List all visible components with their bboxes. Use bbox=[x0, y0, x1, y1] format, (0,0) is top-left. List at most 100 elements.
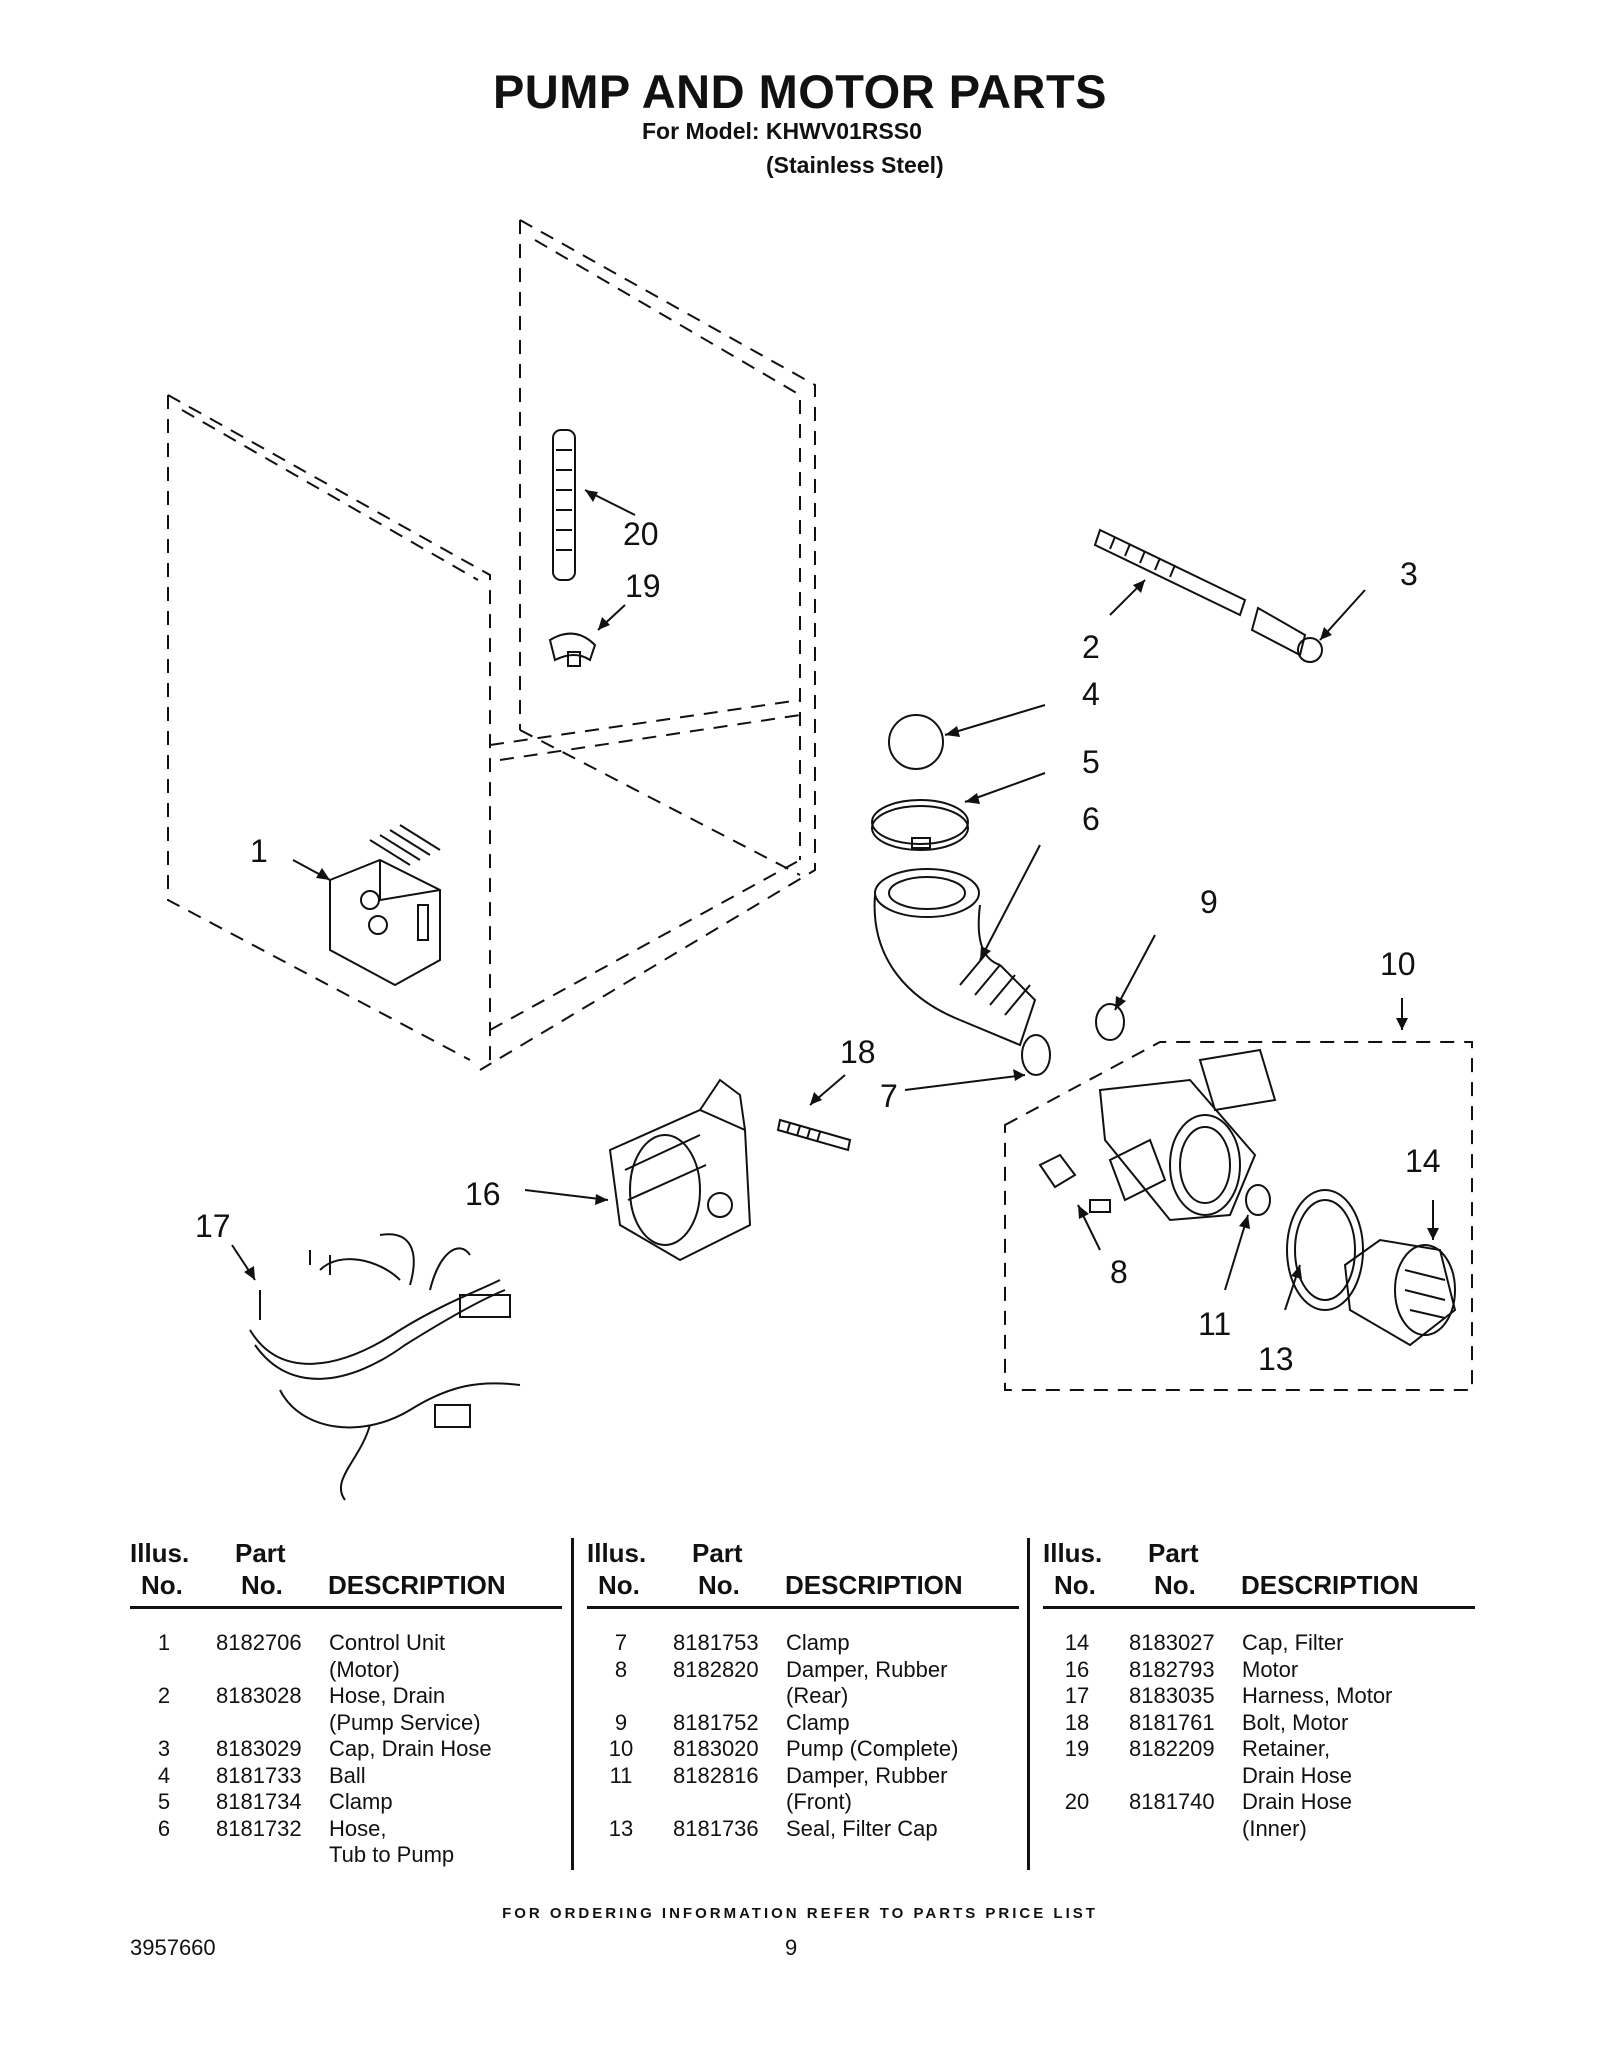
part-description: Damper, Rubber bbox=[786, 1762, 948, 1788]
part-8-rear-damper bbox=[1038, 1153, 1111, 1213]
illus-number: 7 bbox=[614, 1630, 628, 1655]
part-description: Retainer, bbox=[1242, 1736, 1331, 1761]
header-illus-no: No. bbox=[141, 1570, 183, 1600]
header-illus-no: No. bbox=[598, 1570, 640, 1600]
part-number: 8181736 bbox=[673, 1815, 759, 1841]
part-description: (Inner) bbox=[1242, 1815, 1307, 1841]
callout-2: 2 bbox=[1082, 629, 1100, 665]
illus-number: 10 bbox=[608, 1736, 634, 1761]
part-number: 8182816 bbox=[673, 1762, 759, 1788]
header-description: DESCRIPTION bbox=[785, 1570, 963, 1600]
part-description: (Motor) bbox=[329, 1656, 400, 1682]
arrowheads bbox=[244, 490, 1439, 1280]
part-number: 8181732 bbox=[216, 1815, 302, 1841]
callout-14: 14 bbox=[1405, 1143, 1441, 1179]
part-3-drain-hose-cap bbox=[1250, 606, 1323, 663]
part-description: Drain Hose bbox=[1242, 1762, 1353, 1788]
part-number: 8182793 bbox=[1129, 1656, 1215, 1682]
callout-17: 17 bbox=[195, 1208, 231, 1244]
part-description: Pump (Complete) bbox=[786, 1736, 959, 1761]
header-rule bbox=[1043, 1606, 1475, 1609]
part-number: 8181753 bbox=[673, 1630, 759, 1655]
part-19-retainer bbox=[548, 632, 597, 667]
callout-labels: 1 2 3 4 5 6 7 8 9 10 11 13 14 16 17 18 1… bbox=[195, 516, 1441, 1377]
header-part-no: No. bbox=[698, 1570, 740, 1600]
part-description: Ball bbox=[329, 1762, 366, 1788]
illus-number: 19 bbox=[1064, 1736, 1090, 1761]
callout-7: 7 bbox=[880, 1078, 898, 1114]
part-17-motor-harness bbox=[249, 1233, 521, 1501]
header-illus: Illus. bbox=[1043, 1538, 1103, 1568]
callout-1: 1 bbox=[250, 833, 268, 869]
part-description: (Rear) bbox=[786, 1683, 849, 1708]
part-16-motor bbox=[608, 1078, 752, 1262]
callout-13: 13 bbox=[1258, 1341, 1294, 1377]
illus-number: 8 bbox=[614, 1656, 628, 1682]
part-description: Clamp bbox=[786, 1709, 850, 1735]
header-part: Part bbox=[692, 1538, 743, 1568]
part-number: 8183035 bbox=[1129, 1683, 1215, 1708]
illus-number: 18 bbox=[1064, 1709, 1090, 1735]
callout-18: 18 bbox=[840, 1034, 876, 1070]
header-part: Part bbox=[235, 1538, 286, 1568]
part-number: 8182820 bbox=[673, 1656, 759, 1682]
callout-11: 11 bbox=[1198, 1306, 1231, 1342]
part-2-drain-hose bbox=[1093, 528, 1247, 617]
part-number: 8181761 bbox=[1129, 1709, 1215, 1735]
part-description: Drain Hose bbox=[1242, 1789, 1353, 1814]
part-number: 8183028 bbox=[216, 1683, 302, 1708]
callout-4: 4 bbox=[1082, 676, 1100, 712]
part-description: Damper, Rubber bbox=[786, 1656, 948, 1682]
callout-6: 6 bbox=[1082, 801, 1100, 837]
part-6-tub-to-pump-hose bbox=[873, 868, 1037, 1047]
part-4-ball bbox=[888, 714, 944, 770]
callout-19: 19 bbox=[625, 568, 661, 604]
illus-number: 2 bbox=[157, 1683, 171, 1708]
callout-20: 20 bbox=[623, 516, 659, 552]
part-description: Cap, Drain Hose bbox=[329, 1736, 492, 1761]
finish-line: (Stainless Steel) bbox=[766, 152, 944, 178]
part-description: Seal, Filter Cap bbox=[786, 1815, 938, 1841]
part-number: 8183027 bbox=[1129, 1630, 1215, 1655]
callout-3: 3 bbox=[1400, 556, 1418, 592]
illus-number: 1 bbox=[157, 1630, 171, 1655]
part-description: Hose, Drain bbox=[329, 1683, 446, 1708]
part-number: 8182706 bbox=[216, 1630, 302, 1655]
part-10-pump bbox=[1098, 1048, 1277, 1222]
part-description: Tub to Pump bbox=[329, 1842, 455, 1867]
part-description: (Front) bbox=[786, 1789, 852, 1814]
part-description: Control Unit bbox=[329, 1630, 446, 1655]
part-14-filter-cap bbox=[1343, 1238, 1457, 1347]
part-5-clamp bbox=[871, 799, 969, 851]
illus-number: 4 bbox=[157, 1762, 171, 1788]
cabinet-outline bbox=[167, 219, 816, 1071]
part-description: Clamp bbox=[786, 1630, 850, 1655]
exploded-parts-diagram: 1 2 3 4 5 6 7 8 9 10 11 13 14 16 17 18 1… bbox=[167, 219, 1473, 1501]
callout-9: 9 bbox=[1200, 884, 1218, 920]
part-description: (Pump Service) bbox=[329, 1709, 481, 1735]
column-divider bbox=[571, 1538, 574, 1870]
header-illus: Illus. bbox=[587, 1538, 647, 1568]
page-title: PUMP AND MOTOR PARTS bbox=[492, 65, 1108, 118]
callout-10: 10 bbox=[1380, 946, 1416, 982]
part-10-pump-assembly-box bbox=[1004, 1041, 1473, 1391]
part-number: 8182209 bbox=[1129, 1736, 1215, 1761]
header-illus: Illus. bbox=[130, 1538, 190, 1568]
header-description: DESCRIPTION bbox=[328, 1570, 506, 1600]
part-1-control-unit bbox=[329, 824, 441, 987]
illus-number: 20 bbox=[1064, 1789, 1090, 1814]
header-part-no: No. bbox=[241, 1570, 283, 1600]
part-number: 8181733 bbox=[216, 1762, 302, 1788]
part-number: 8181752 bbox=[673, 1709, 759, 1735]
part-description: Harness, Motor bbox=[1242, 1683, 1393, 1708]
part-number: 8181740 bbox=[1129, 1789, 1215, 1814]
part-7-clamp bbox=[1021, 1034, 1051, 1076]
part-number: 8183029 bbox=[216, 1736, 302, 1761]
illus-number: 11 bbox=[609, 1762, 633, 1788]
illus-number: 16 bbox=[1064, 1656, 1090, 1682]
illus-number: 17 bbox=[1064, 1683, 1090, 1708]
part-number: 8183020 bbox=[673, 1736, 759, 1761]
page-number: 9 bbox=[785, 1935, 798, 1960]
header-rule bbox=[130, 1606, 562, 1609]
header-rule bbox=[587, 1606, 1019, 1609]
